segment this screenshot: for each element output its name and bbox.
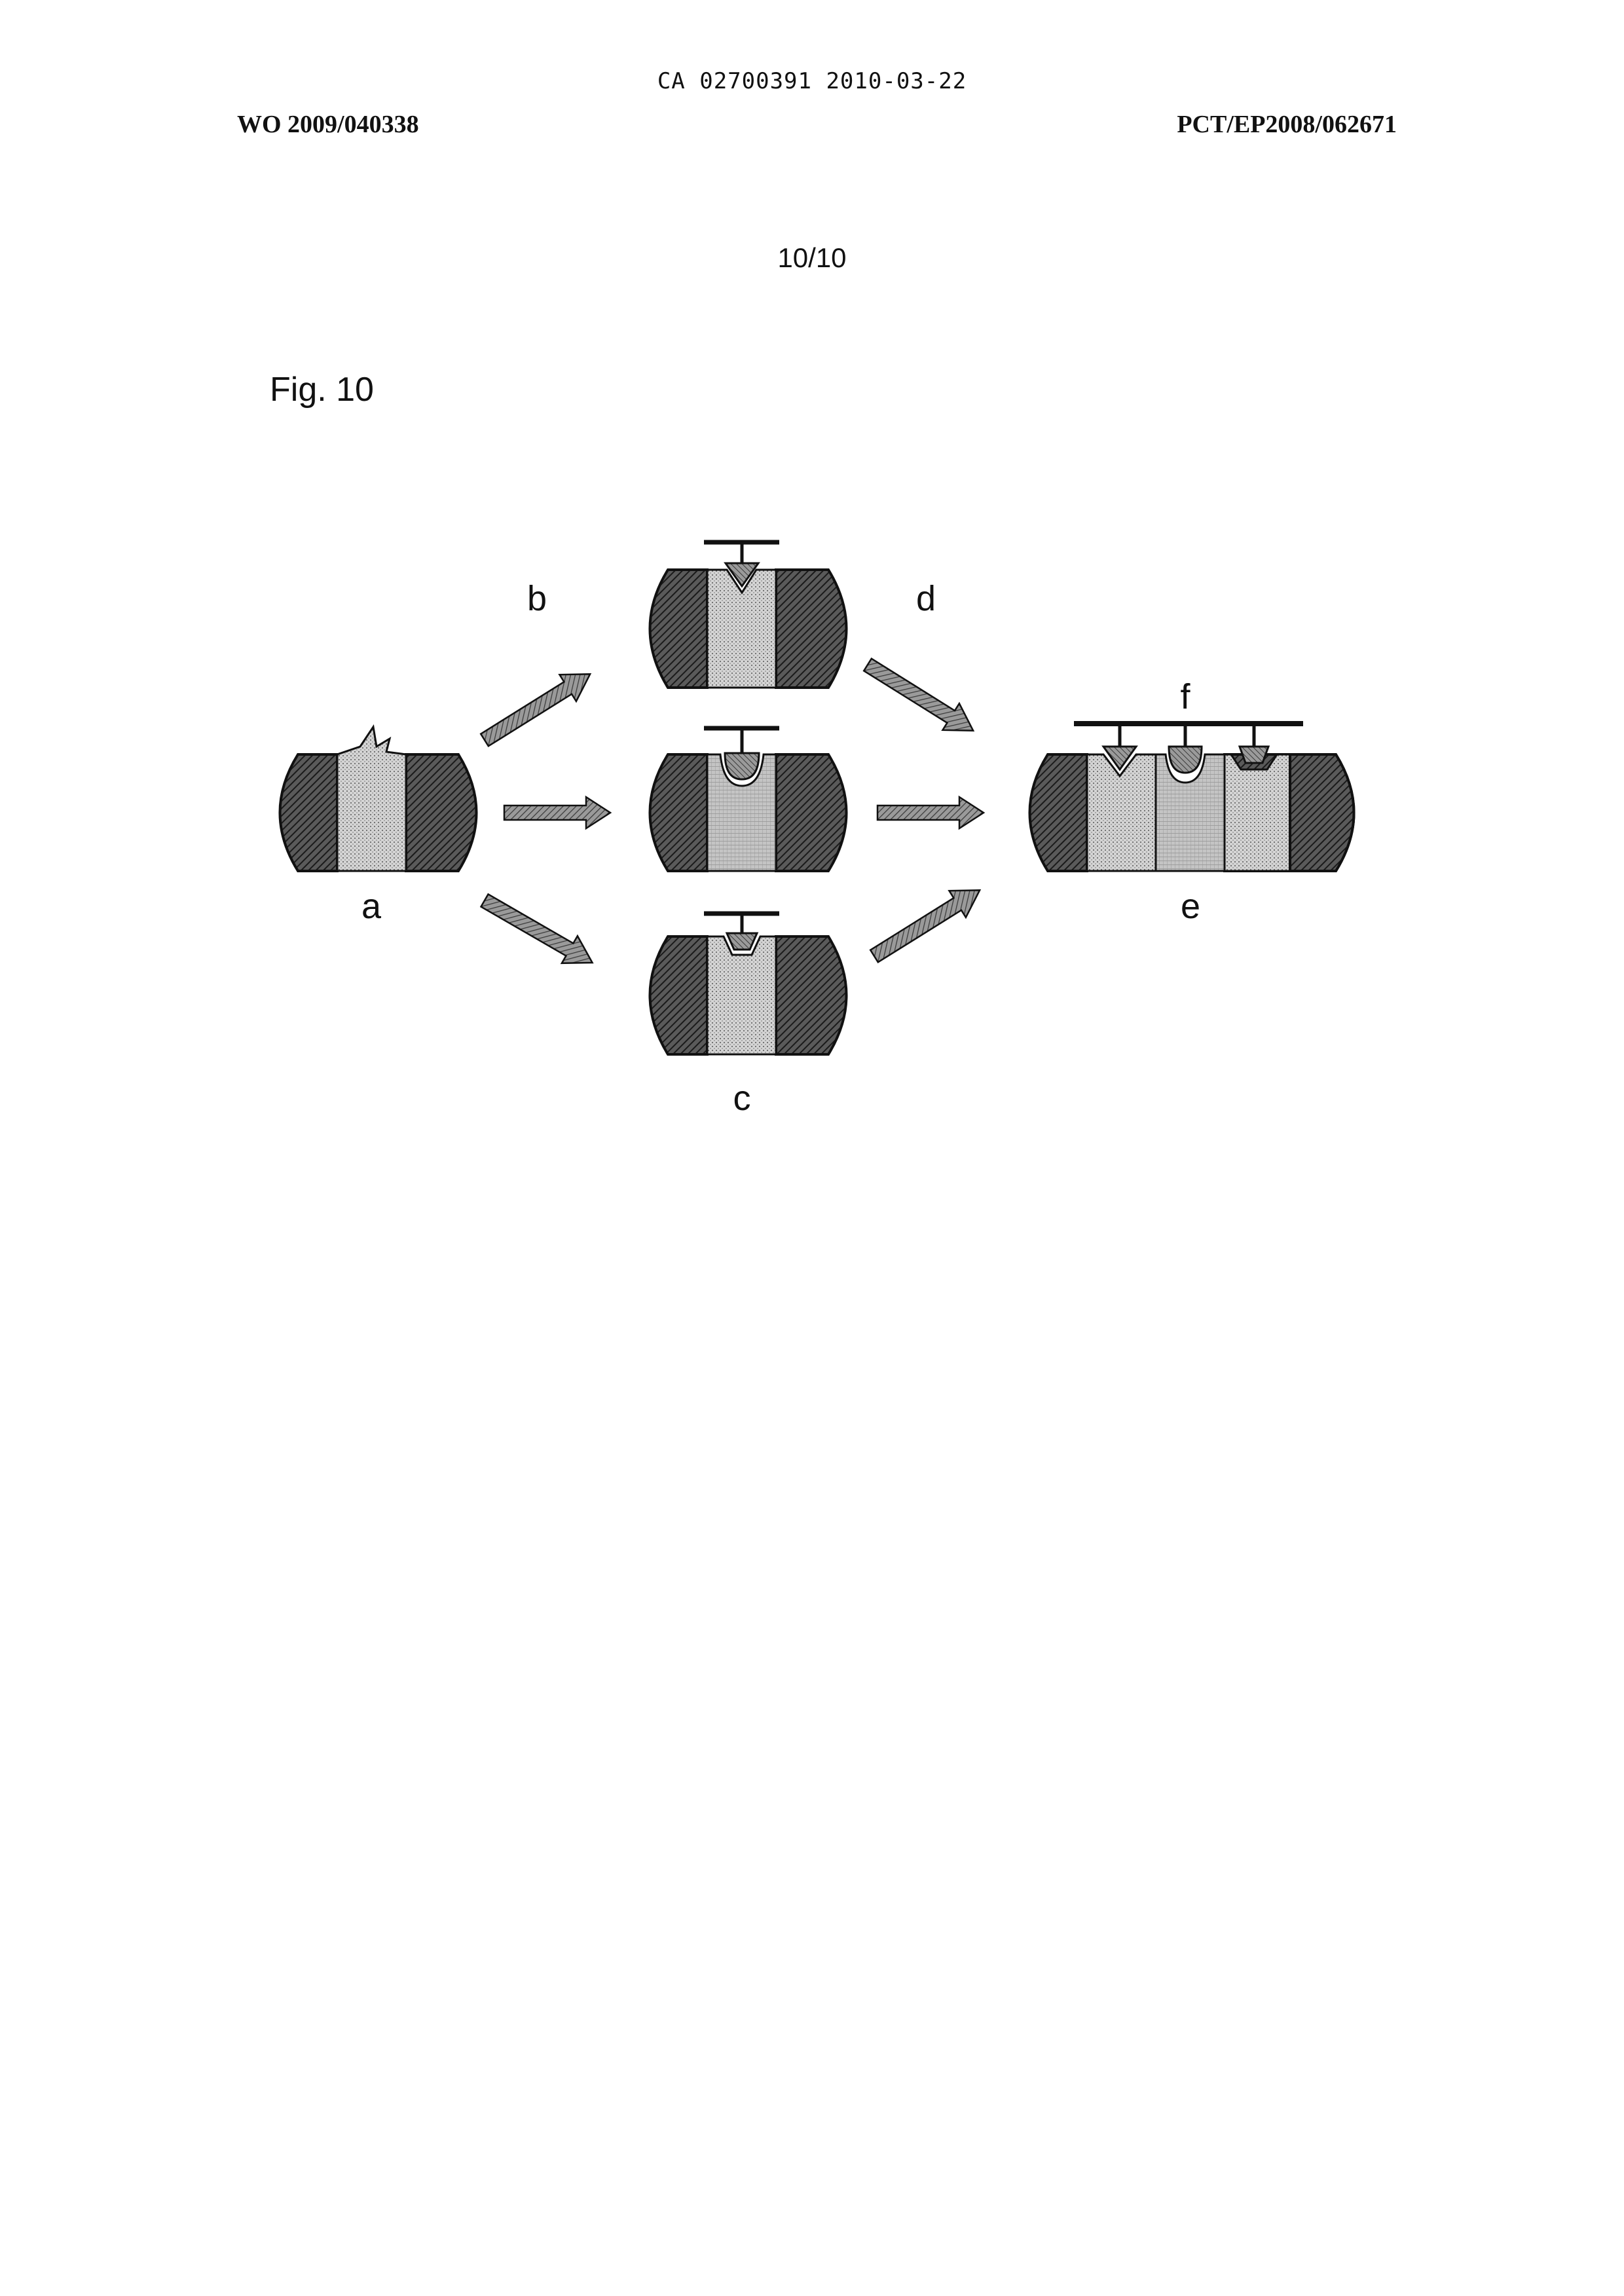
arrow-b-to-e	[859, 652, 982, 744]
label-b: b	[527, 579, 547, 618]
label-f: f	[1180, 677, 1190, 716]
label-e: e	[1181, 887, 1200, 926]
right-bone-center	[776, 754, 847, 871]
label-a: a	[361, 887, 382, 926]
left-bone-e	[1030, 754, 1088, 871]
cartilage-e-3	[1225, 754, 1290, 871]
arrow-a-to-b	[476, 661, 599, 753]
right-bone-a	[406, 754, 477, 871]
tool-tip-flat-c	[727, 933, 757, 950]
left-bone-a	[280, 754, 338, 871]
label-d: d	[916, 579, 936, 618]
assembly-b	[650, 542, 847, 688]
left-bone-c	[650, 936, 708, 1054]
left-bone-b	[650, 570, 708, 688]
assembly-a	[280, 727, 477, 871]
arrow-center-to-e	[877, 797, 984, 828]
damaged-cartilage-a	[337, 727, 406, 871]
tool-tip-round-e	[1169, 747, 1202, 773]
arrow-a-to-c	[477, 887, 600, 976]
assembly-center	[650, 728, 847, 871]
right-bone-c	[776, 936, 847, 1054]
tool-tip-flat-e	[1240, 747, 1268, 763]
left-bone-center	[650, 754, 708, 871]
tool-tip-round-center	[725, 753, 759, 779]
assembly-c	[650, 914, 847, 1054]
right-bone-e-end	[1290, 754, 1354, 871]
assembly-e	[1030, 724, 1354, 871]
arrow-c-to-e	[866, 877, 988, 969]
arrow-a-to-center	[504, 797, 610, 828]
right-bone-b	[776, 570, 847, 688]
label-c: c	[733, 1079, 751, 1118]
cartilage-e-1	[1087, 754, 1156, 871]
cartilage-c	[707, 936, 776, 1054]
cartilage-b	[707, 570, 776, 688]
